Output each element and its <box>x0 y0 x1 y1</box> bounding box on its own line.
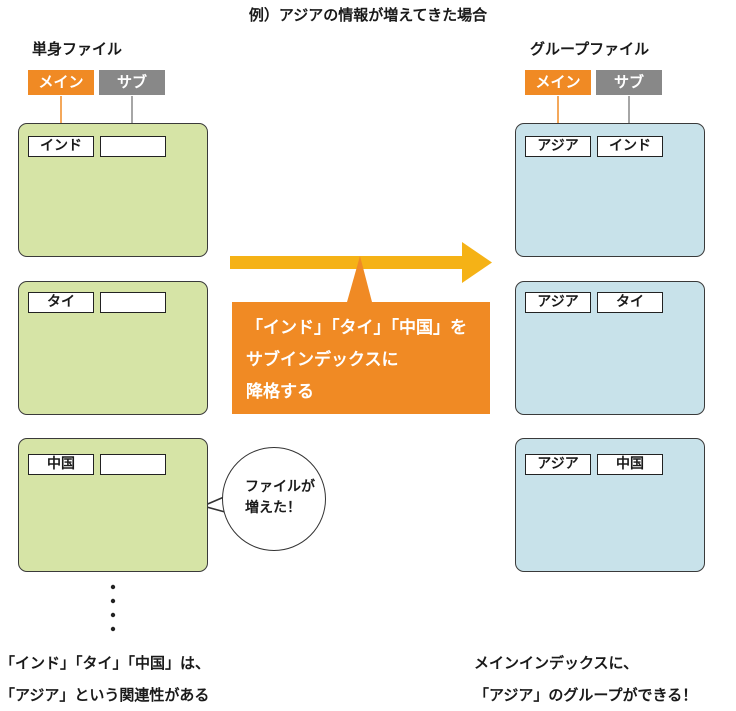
left-caption-line-1: 「インド」「タイ」「中国」は、 <box>0 654 211 672</box>
right-main-tag: メイン <box>525 70 591 95</box>
right-caption-line-1: メインインデックスに、 <box>474 654 639 672</box>
right-file-card: アジア タイ <box>515 281 705 415</box>
right-caption-line-2: 「アジア」のグループができる！ <box>474 686 698 704</box>
callout-line-3: 降格する <box>246 382 314 402</box>
main-index-slot: インド <box>28 136 94 157</box>
speech-bubble: ファイルが 増えた！ <box>222 447 326 551</box>
left-main-tag: メイン <box>28 70 94 95</box>
main-index-slot: アジア <box>525 136 591 157</box>
left-caption: 「インド」「タイ」「中国」は、 「アジア」という関連性がある <box>0 647 210 711</box>
transform-arrow-head <box>462 242 492 283</box>
sub-index-slot: 中国 <box>597 454 663 475</box>
sub-index-slot <box>100 136 166 157</box>
transform-arrow-shaft <box>230 256 466 269</box>
sub-index-slot <box>100 454 166 475</box>
left-caption-line-2: 「アジア」という関連性がある <box>0 686 210 704</box>
right-file-card: アジア インド <box>515 123 705 257</box>
right-heading: グループファイル <box>530 40 650 58</box>
right-sub-tag: サブ <box>596 70 662 95</box>
left-file-card: インド <box>18 123 208 257</box>
bubble-line-2: 増えた！ <box>245 500 301 516</box>
left-sub-tag: サブ <box>99 70 165 95</box>
right-file-card: アジア 中国 <box>515 438 705 572</box>
main-index-slot: タイ <box>28 292 94 313</box>
callout-pointer <box>347 256 372 302</box>
sub-index-slot: タイ <box>597 292 663 313</box>
main-index-slot: アジア <box>525 292 591 313</box>
diagram-title: 例）アジアの情報が増えてきた場合 <box>248 6 488 24</box>
demote-callout: 「インド」「タイ」「中国」を サブインデックスに 降格する <box>232 302 490 414</box>
right-caption: メインインデックスに、 「アジア」のグループができる！ <box>474 647 697 711</box>
sub-index-slot <box>100 292 166 313</box>
left-file-card: タイ <box>18 281 208 415</box>
callout-line-2: サブインデックスに <box>246 350 399 370</box>
callout-line-1: 「インド」「タイ」「中国」を <box>246 318 467 338</box>
main-index-slot: アジア <box>525 454 591 475</box>
left-heading: 単身ファイル <box>32 40 123 58</box>
main-index-slot: 中国 <box>28 454 94 475</box>
left-file-card: 中国 <box>18 438 208 572</box>
sub-index-slot: インド <box>597 136 663 157</box>
bubble-line-1: ファイルが <box>245 479 315 495</box>
